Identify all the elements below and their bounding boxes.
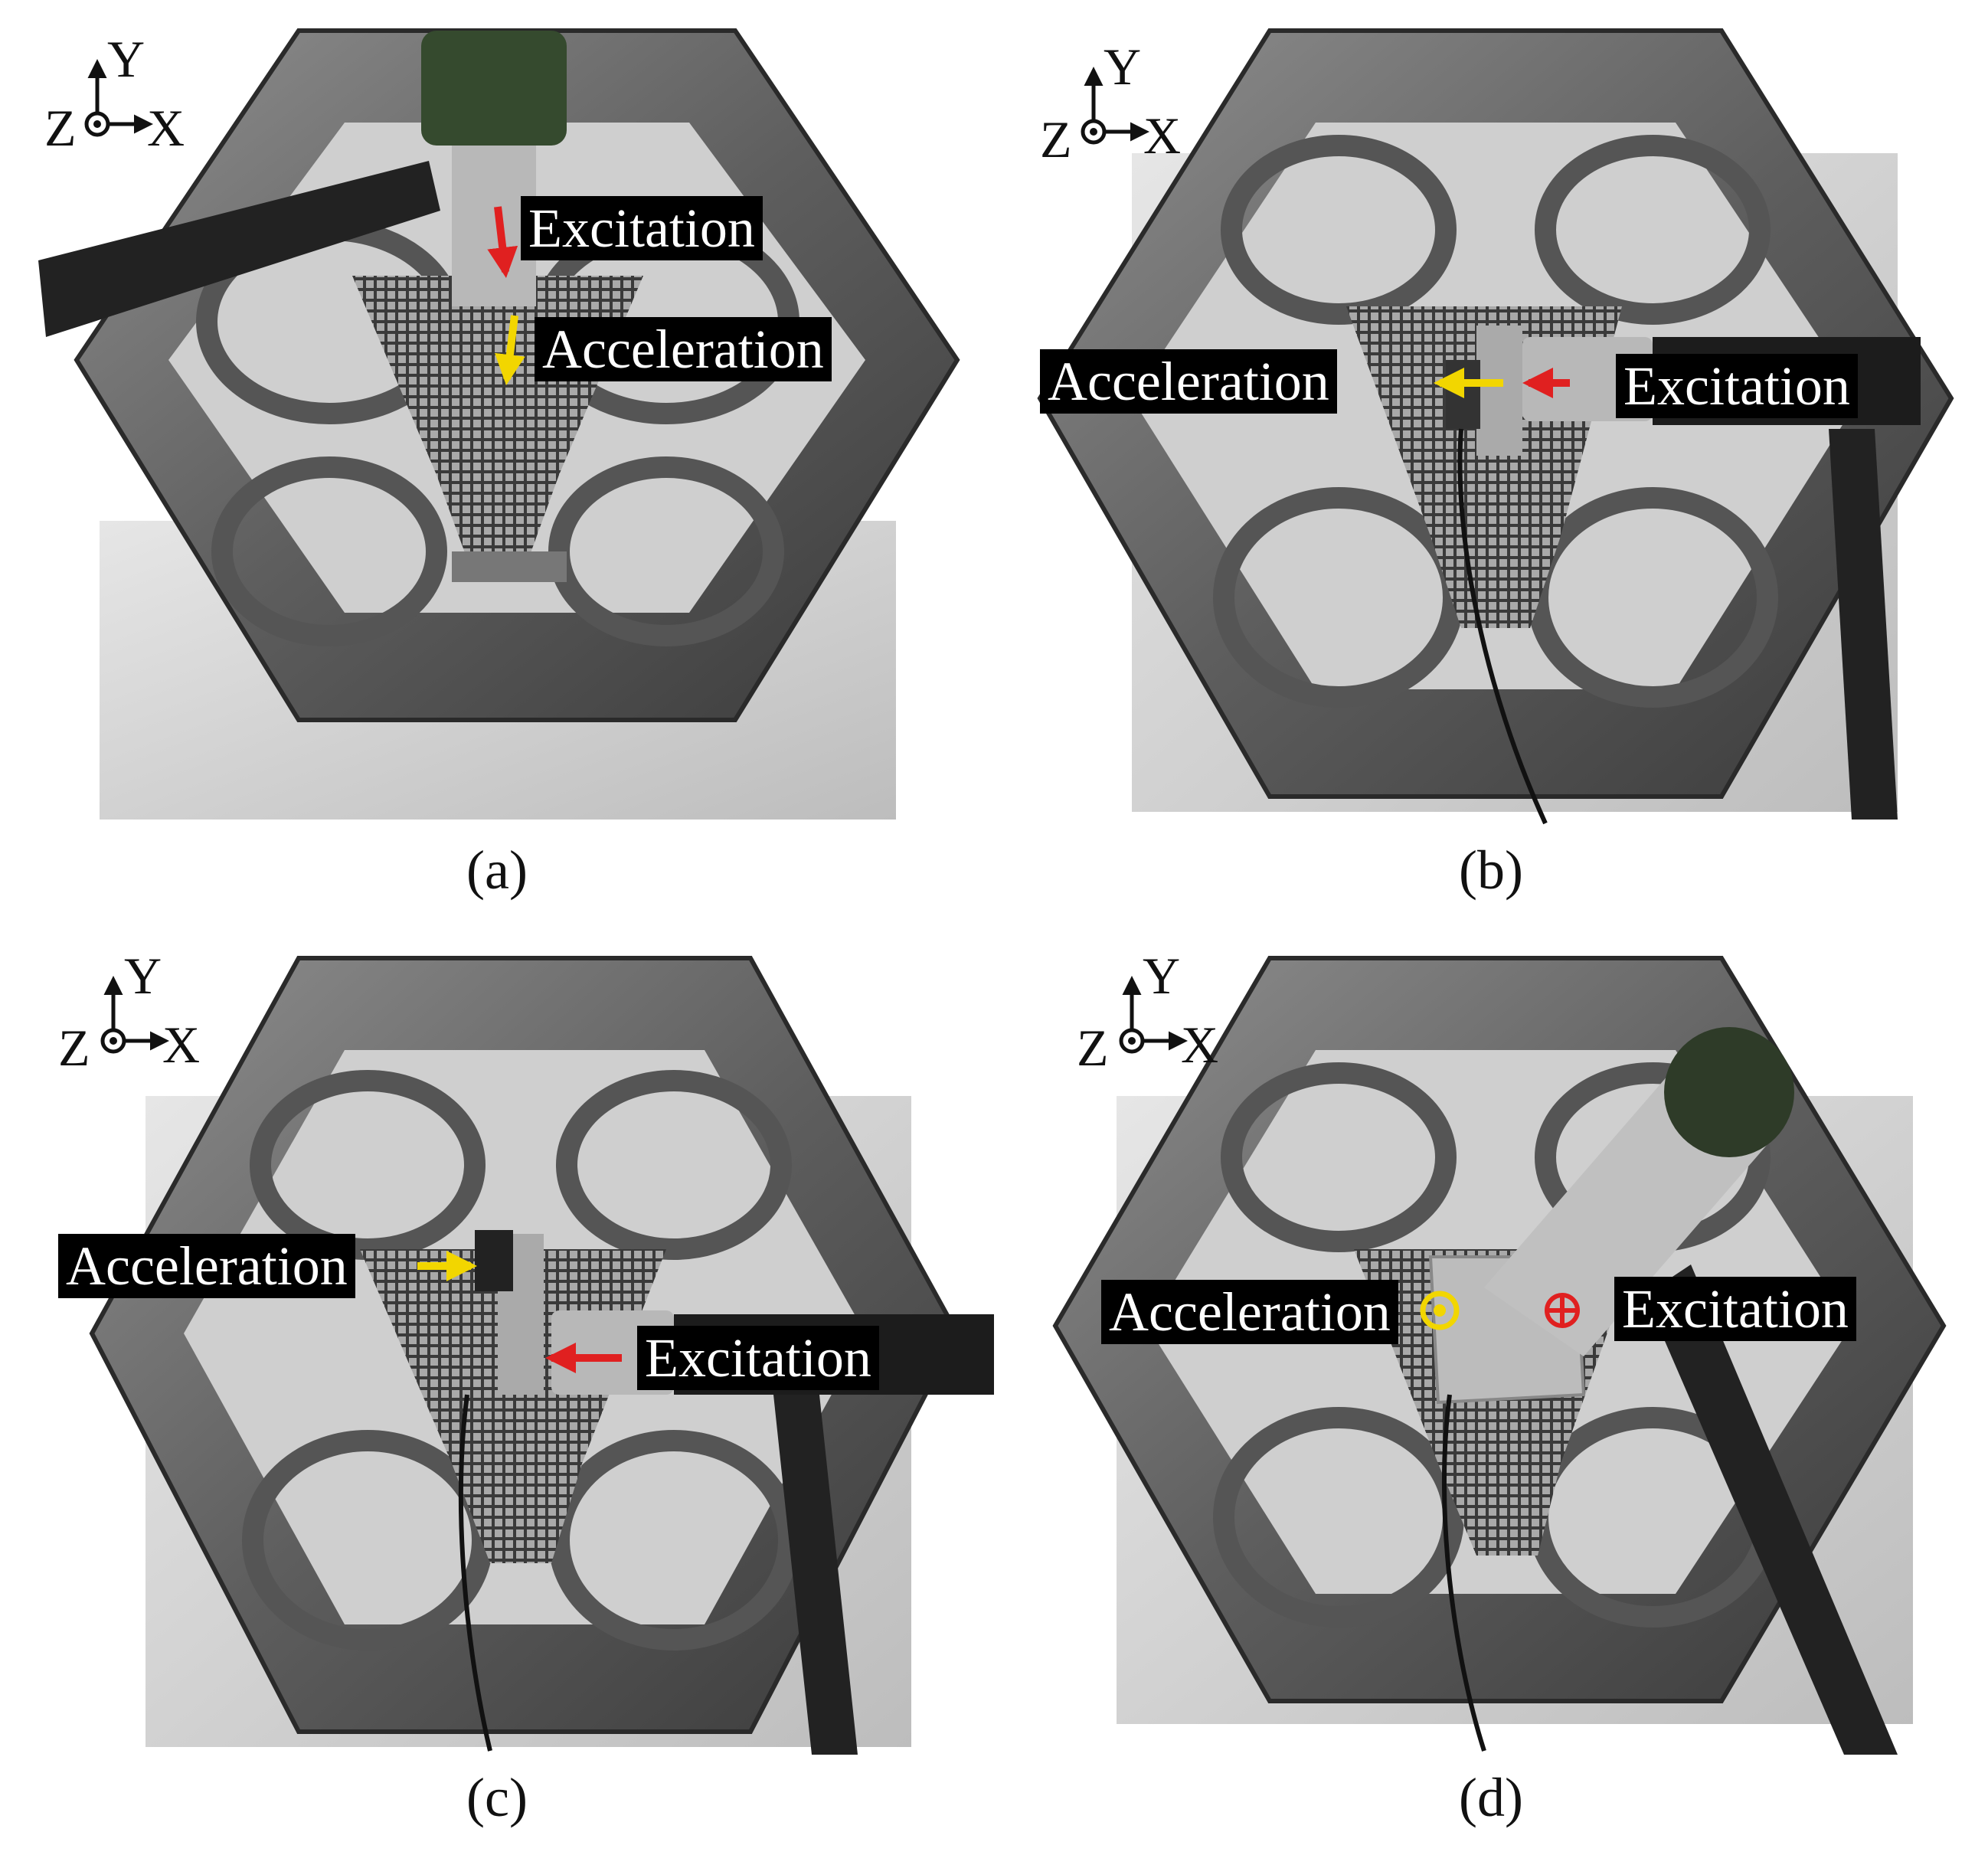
excitation-arrow: [487, 206, 518, 278]
acceleration-label: Acceleration: [1101, 1280, 1398, 1344]
acceleration-label: Acceleration: [58, 1234, 355, 1298]
flexure-arc: [548, 1430, 799, 1651]
hammer-handle: [773, 1395, 858, 1755]
panel-c: Y X Z Acceleration Excitation (c): [0, 928, 994, 1855]
hammer-handle: [38, 161, 440, 337]
panel-d: Y X Z Acceleration Excitation (d): [994, 928, 1988, 1855]
acceleration-out-of-plane-icon: [1420, 1291, 1460, 1330]
flexure-arc: [1221, 1062, 1457, 1252]
axis-y-label: Y: [124, 947, 162, 1005]
hammer-head: [421, 31, 567, 146]
panel-caption: (a): [466, 839, 528, 901]
axis-z-label: Z: [58, 1019, 90, 1077]
coordinate-axes: Y X Z: [1077, 947, 1218, 1077]
acceleration-arrow: [494, 315, 525, 385]
excitation-into-plane-icon: [1545, 1293, 1580, 1328]
panel-caption: (c): [466, 1767, 528, 1828]
flexure-arc: [1213, 1407, 1464, 1628]
photo-c: Y X Z: [58, 947, 994, 1755]
axis-y-label: Y: [107, 30, 145, 88]
panel-b: Y X Z Acceleration Excitation (b): [994, 0, 1988, 928]
axis-x-label: X: [1143, 106, 1181, 165]
flexure-arc: [1535, 135, 1771, 325]
acceleration-label: Acceleration: [1040, 349, 1337, 414]
excitation-label: Excitation: [637, 1326, 879, 1390]
panel-caption: (b): [1459, 839, 1523, 901]
axis-z-label: Z: [1077, 1019, 1109, 1077]
axis-x-label: X: [162, 1016, 200, 1074]
axis-y-label: Y: [1143, 947, 1180, 1005]
axis-z-label: Z: [1040, 110, 1072, 168]
acceleration-label: Acceleration: [535, 317, 832, 381]
photo-b: Y X Z: [1037, 28, 1954, 825]
photo-d: Y X Z: [1052, 947, 1947, 1755]
hammer-handle: [1645, 1264, 1898, 1755]
photo-a: Y X Z: [38, 28, 960, 820]
axis-y-label: Y: [1104, 38, 1141, 96]
coordinate-axes: Y X Z: [1040, 38, 1181, 168]
flexure-arc: [556, 1070, 792, 1260]
excitation-label: Excitation: [1616, 354, 1858, 418]
axis-x-label: X: [147, 99, 185, 157]
sensor-cable: [1441, 1394, 1486, 1752]
flexure-arc: [1221, 135, 1457, 325]
accelerometer: [1446, 360, 1480, 429]
axis-z-label: Z: [44, 99, 77, 157]
coordinate-axes: Y X Z: [44, 30, 185, 157]
flexure-arc: [211, 456, 447, 646]
hammer-head: [1664, 1027, 1794, 1157]
panel-a: Y X Z Excitation Acceleration (a): [0, 0, 994, 928]
mounting-block: [1476, 326, 1522, 456]
sensor-cable: [458, 1394, 492, 1752]
sensor-cable: [1457, 428, 1548, 825]
excitation-label: Excitation: [1614, 1277, 1856, 1341]
hammer-handle: [1829, 429, 1898, 820]
platform-tab: [452, 551, 567, 582]
axis-x-label: X: [1181, 1016, 1218, 1074]
excitation-label: Excitation: [521, 196, 763, 260]
accelerometer: [475, 1230, 513, 1291]
coordinate-axes: Y X Z: [58, 947, 200, 1077]
panel-caption: (d): [1459, 1767, 1523, 1828]
